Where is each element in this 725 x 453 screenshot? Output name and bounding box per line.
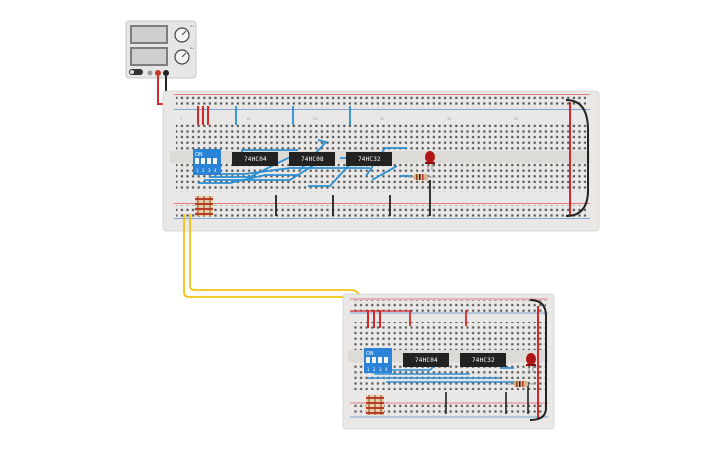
ground-terminal[interactable] xyxy=(147,70,153,76)
column-number: 30 xyxy=(380,117,384,121)
column-number: 40 xyxy=(447,117,451,121)
resistor[interactable] xyxy=(508,381,536,387)
dip-number: 2 xyxy=(202,168,205,173)
dip-number: 1 xyxy=(196,168,199,173)
column-number: 1 xyxy=(180,117,182,121)
ic-chip-74hc04[interactable]: 74HC04 xyxy=(232,152,278,166)
dip-toggle[interactable] xyxy=(201,158,205,164)
dip-switch[interactable]: ON 1 2 3 4 xyxy=(193,149,221,175)
column-number: 50 xyxy=(514,117,518,121)
dip-toggle[interactable] xyxy=(384,357,388,363)
led-red[interactable] xyxy=(425,151,435,170)
chip-label: 74HC04 xyxy=(244,156,267,163)
chip-label: 74HC08 xyxy=(301,156,324,163)
power-switch[interactable] xyxy=(129,69,143,75)
led-red[interactable] xyxy=(526,353,536,372)
logic-wires-board1[interactable] xyxy=(198,139,412,187)
column-number: 10 xyxy=(246,117,250,121)
knob-label: V+ xyxy=(190,24,195,28)
resistor-array[interactable] xyxy=(195,196,213,216)
chip-label: 74HC04 xyxy=(415,357,438,364)
positive-terminal[interactable] xyxy=(155,70,161,76)
dip-number: 4 xyxy=(214,168,217,173)
rail-loop-black[interactable] xyxy=(529,299,547,421)
dip-toggle[interactable] xyxy=(213,158,217,164)
power-supply[interactable]: V+ A+ xyxy=(125,20,197,79)
dip-number: 2 xyxy=(373,367,376,372)
chip-label: 74HC32 xyxy=(358,156,381,163)
dip-number: 3 xyxy=(379,367,382,372)
chip-label: 74HC32 xyxy=(472,357,495,364)
dip-toggle[interactable] xyxy=(195,158,199,164)
ic-chip-74hc32[interactable]: 74HC32 xyxy=(346,152,392,166)
dip-switch-label: ON xyxy=(366,351,374,357)
dip-switch[interactable]: ON 1 2 3 4 xyxy=(364,348,392,373)
dip-switch-label: ON xyxy=(195,152,203,158)
current-knob[interactable] xyxy=(174,49,190,65)
resistor-array[interactable] xyxy=(366,395,384,415)
ic-chip-74hc04[interactable]: 74HC04 xyxy=(403,353,449,367)
dip-toggle[interactable] xyxy=(372,357,376,363)
dip-number: 1 xyxy=(367,367,370,372)
resistor[interactable] xyxy=(408,174,436,180)
rail-loop-black[interactable] xyxy=(565,99,589,217)
voltage-knob[interactable] xyxy=(174,27,190,43)
dip-toggle[interactable] xyxy=(378,357,382,363)
dip-toggle[interactable] xyxy=(366,357,370,363)
dip-number: 4 xyxy=(385,367,388,372)
negative-terminal[interactable] xyxy=(163,70,169,76)
dip-number: 3 xyxy=(208,168,211,173)
knob-label: A+ xyxy=(190,46,195,50)
ic-chip-74hc32[interactable]: 74HC32 xyxy=(460,353,506,367)
dip-toggle[interactable] xyxy=(207,158,211,164)
ic-chip-74hc08[interactable]: 74HC08 xyxy=(289,152,335,166)
column-number: 20 xyxy=(313,117,317,121)
